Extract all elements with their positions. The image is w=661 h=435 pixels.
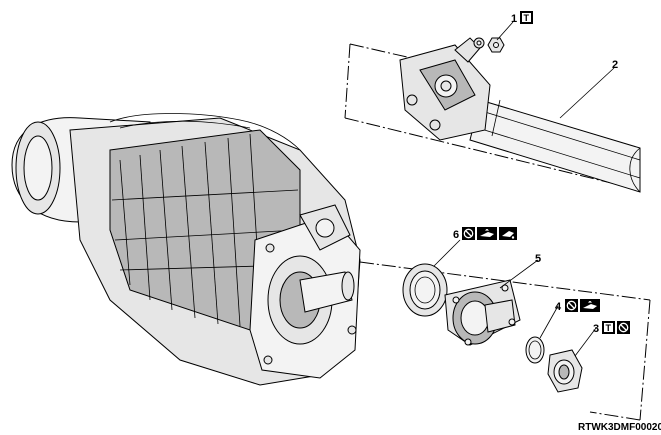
apply-oil-icon [499, 227, 517, 240]
do-not-reuse-icon [617, 321, 630, 334]
callout-5: 5 [535, 253, 541, 265]
callout-6-number: 6 [453, 229, 459, 241]
flange-part-5 [444, 279, 521, 346]
callout-5-number: 5 [535, 253, 541, 265]
callout-2-number: 2 [612, 59, 618, 71]
apply-grease-icon [580, 299, 600, 312]
callout-3: 3 T [593, 321, 630, 335]
propeller-shaft-part-2 [399, 37, 641, 193]
o-ring-part-4 [525, 336, 545, 364]
assembly-axis-lines [344, 43, 651, 421]
callout-6: 6 [453, 227, 517, 241]
do-not-reuse-icon [462, 227, 475, 240]
transfer-case-assembly [11, 113, 361, 386]
apply-grease-icon [477, 227, 497, 240]
lock-nut-part-3 [547, 349, 583, 393]
callout-4: 4 [555, 299, 600, 313]
callout-1-number: 1 [511, 13, 517, 25]
leader-lines [433, 21, 615, 357]
svg-text:T: T [606, 323, 612, 333]
do-not-reuse-icon [565, 299, 578, 312]
callout-1: 1 T [511, 11, 533, 25]
nut-part-1 [473, 37, 505, 53]
callout-2: 2 [612, 59, 618, 71]
torque-icon: T [520, 11, 533, 24]
torque-icon: T [602, 321, 615, 334]
oil-seal-part-6 [402, 263, 448, 317]
callout-3-number: 3 [593, 323, 599, 335]
callout-4-number: 4 [555, 301, 562, 313]
svg-text:T: T [524, 13, 530, 23]
figure-code: RTWK3DMF000201 [578, 422, 661, 433]
